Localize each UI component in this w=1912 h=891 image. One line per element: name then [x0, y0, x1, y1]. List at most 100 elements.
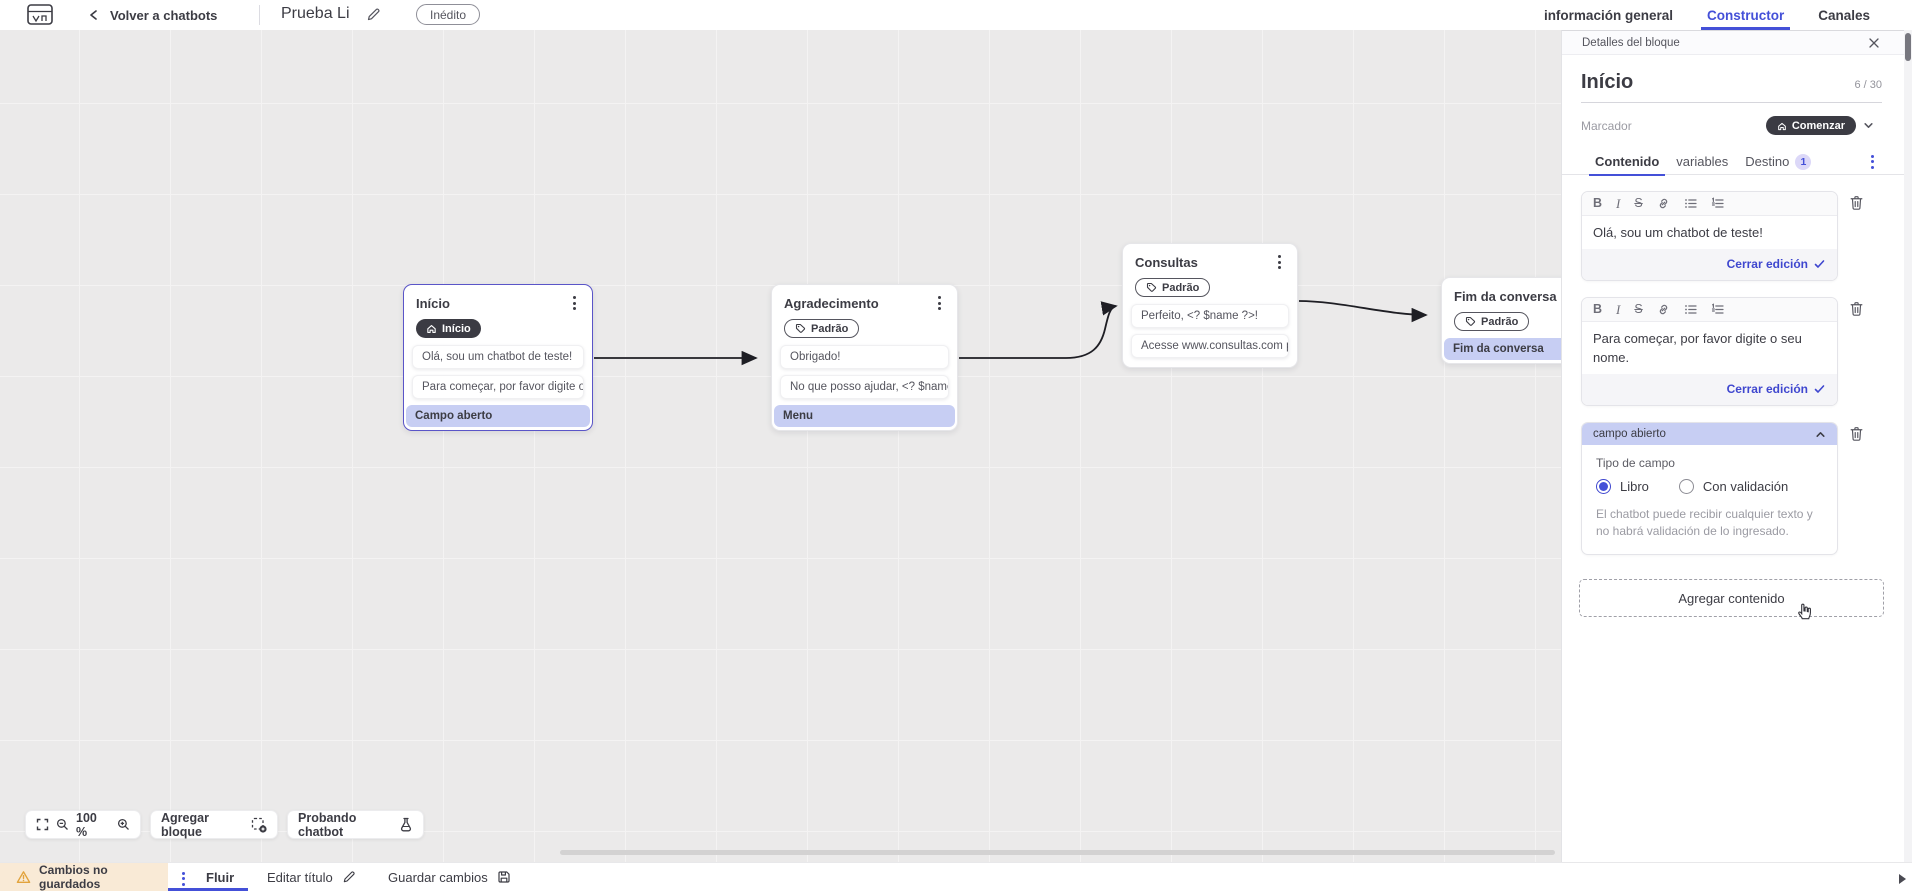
scroll-corner-arrow-icon [1899, 874, 1906, 884]
panel-title: Detalles del bloque [1582, 36, 1680, 49]
flow-block-inicio[interactable]: Início Início Olá, sou um chatbot de tes… [403, 284, 593, 431]
status-badge: Inédito [416, 4, 481, 25]
tab-destino[interactable]: Destino 1 [1745, 149, 1812, 175]
open-field-header[interactable]: campo abierto [1582, 423, 1837, 445]
editor-toolbar: B I S [1582, 298, 1837, 322]
block-item[interactable]: Obrigado! [780, 345, 949, 369]
edit-title-button[interactable]: Editar título [267, 863, 356, 891]
italic-button[interactable]: I [1616, 302, 1621, 317]
add-block-icon [251, 817, 267, 833]
block-menu-kebab-icon[interactable] [934, 293, 945, 314]
block-item[interactable]: Olá, sou um chatbot de teste! [412, 345, 584, 369]
chevron-down-icon[interactable] [1863, 120, 1874, 131]
app-logo-icon [26, 3, 54, 27]
field-help-text: El chatbot puede recibir cualquier texto… [1596, 507, 1813, 538]
block-item[interactable]: Para começar, por favor digite o ... [412, 375, 584, 399]
numbered-list-icon[interactable] [1711, 303, 1724, 316]
block-details-panel: Detalles del bloque Início 6 / 30 Marcad… [1561, 30, 1904, 862]
zoom-in-icon[interactable] [117, 818, 130, 831]
tab-informacion-general[interactable]: información general [1543, 7, 1673, 23]
add-content-button[interactable]: Agregar contenido [1579, 579, 1884, 620]
italic-button[interactable]: I [1616, 196, 1621, 211]
main-tabs: información general Constructor Canales [1542, 0, 1872, 30]
radio-selected-icon [1596, 479, 1611, 494]
flow-block-fim-da-conversa[interactable]: Fim da conversa Padrão Fim da conversa [1441, 277, 1561, 364]
field-type-label: Tipo de campo [1596, 456, 1675, 470]
test-chatbot-button[interactable]: Probando chatbot [287, 810, 424, 839]
block-marker-badge: Padrão [1135, 278, 1211, 297]
block-name-row: Início 6 / 30 [1581, 71, 1882, 103]
chatbot-title: Prueba Li [281, 5, 350, 22]
zoom-out-icon[interactable] [56, 818, 69, 831]
close-edit-button[interactable]: Cerrar edición [1727, 382, 1825, 396]
panel-tabs-kebab-icon[interactable] [1867, 151, 1878, 172]
trash-icon[interactable] [1849, 301, 1864, 317]
chevron-up-icon[interactable] [1815, 429, 1826, 440]
tab-fluir[interactable]: Fluir [206, 870, 235, 885]
strikethrough-button[interactable]: S [1634, 302, 1643, 317]
bullet-list-icon[interactable] [1684, 303, 1697, 316]
block-item[interactable]: Campo aberto [406, 405, 590, 427]
block-title: Fim da conversa [1454, 288, 1557, 304]
text-editor: B I S Para começar, por favor digite o s… [1581, 297, 1838, 406]
zoom-level: 100 % [76, 810, 97, 839]
tab-canales[interactable]: Canales [1818, 7, 1870, 23]
block-item[interactable]: Perfeito, <? $name ?>! [1131, 304, 1289, 328]
block-item[interactable]: Fim da conversa [1444, 338, 1561, 360]
flow-options-kebab-icon[interactable] [178, 868, 189, 889]
flow-block-consultas[interactable]: Consultas Padrão Perfeito, <? $name ?>!A… [1122, 243, 1298, 368]
flow-canvas[interactable]: Início Início Olá, sou um chatbot de tes… [0, 30, 1561, 862]
block-items: Olá, sou um chatbot de teste! Para começa… [404, 345, 592, 427]
link-icon[interactable] [1657, 303, 1670, 316]
test-chatbot-label: Probando chatbot [298, 810, 357, 839]
block-item[interactable]: Acesse www.consultas.com par... [1131, 334, 1289, 358]
link-icon[interactable] [1657, 197, 1670, 210]
tab-constructor[interactable]: Constructor [1700, 0, 1791, 30]
trash-icon[interactable] [1849, 426, 1864, 442]
save-icon [497, 870, 511, 884]
close-icon[interactable] [1868, 37, 1880, 49]
trash-icon[interactable] [1849, 195, 1864, 211]
tab-variables[interactable]: variables [1676, 154, 1729, 169]
back-to-chatbots-button[interactable]: Volver a chatbots [88, 0, 217, 30]
edit-title-pencil-icon[interactable] [366, 7, 381, 22]
block-item[interactable]: Menu [774, 405, 955, 427]
block-name-input[interactable]: Início [1581, 71, 1634, 93]
content-row: B I S Para começar, por favor digite o s… [1562, 297, 1904, 406]
close-edit-button[interactable]: Cerrar edición [1727, 257, 1825, 271]
editor-footer: Cerrar edición [1582, 374, 1837, 405]
editor-text[interactable]: Para começar, por favor digite o seu nom… [1582, 322, 1837, 374]
fullscreen-icon[interactable] [36, 818, 49, 831]
block-title: Agradecimento [784, 295, 879, 311]
radio-libro[interactable]: Libro [1596, 479, 1649, 494]
block-marker-badge: Início [416, 319, 481, 338]
numbered-list-icon[interactable] [1711, 197, 1724, 210]
panel-scrollbar-thumb[interactable] [1905, 33, 1911, 61]
check-icon [1814, 260, 1825, 268]
strikethrough-button[interactable]: S [1634, 196, 1643, 211]
bullet-list-icon[interactable] [1684, 197, 1697, 210]
tab-contenido[interactable]: Contenido [1588, 149, 1666, 176]
add-block-button[interactable]: Agregar bloque [150, 810, 278, 839]
bold-button[interactable]: B [1593, 302, 1603, 317]
unsaved-changes-badge: Cambios no guardados [0, 863, 168, 891]
block-items: Perfeito, <? $name ?>! Acesse www.consult… [1123, 304, 1297, 358]
radio-con-validacion[interactable]: Con validación [1678, 479, 1788, 494]
editor-text[interactable]: Olá, sou um chatbot de teste! [1582, 216, 1837, 249]
bold-button[interactable]: B [1593, 196, 1603, 211]
flow-block-agradecimento[interactable]: Agradecimento Padrão Obrigado!No que pos… [771, 284, 958, 431]
char-counter: 6 / 30 [1854, 79, 1882, 91]
panel-header: Detalles del bloque [1562, 31, 1904, 55]
canvas-horizontal-scrollbar[interactable] [560, 850, 1555, 855]
block-menu-kebab-icon[interactable] [569, 293, 580, 314]
panel-tabs: Contenido variables Destino 1 [1562, 149, 1904, 176]
block-menu-kebab-icon[interactable] [1274, 252, 1285, 273]
top-header: Volver a chatbots Prueba Li Inédito info… [0, 0, 1912, 30]
header-divider [259, 5, 260, 25]
flask-icon [399, 817, 413, 832]
save-changes-button[interactable]: Guardar cambios [388, 863, 511, 891]
block-item[interactable]: No que posso ajudar, <? $name ... [780, 375, 949, 399]
marker-dropdown[interactable]: Comenzar [1765, 116, 1856, 135]
panel-scrollbar[interactable] [1904, 30, 1912, 862]
